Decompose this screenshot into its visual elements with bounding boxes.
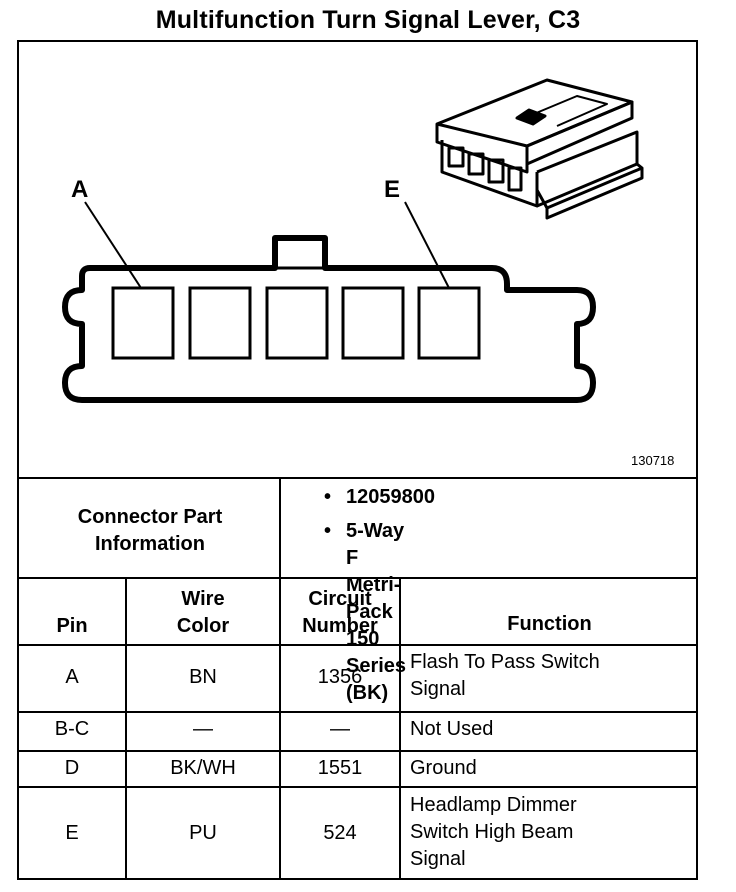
row-bc-function: Not Used <box>410 718 494 740</box>
header-circuit-number: Circuit Number <box>302 588 378 637</box>
header-wire-color: Wire Color <box>176 588 230 637</box>
row-a-wire-color: BN <box>189 666 217 688</box>
rule-header-bottom <box>17 644 698 646</box>
rule-row-bc-bottom <box>17 750 698 752</box>
row-a-pin: A <box>65 666 79 688</box>
rule-col-circuit <box>399 577 401 878</box>
rule-info-divider <box>279 477 281 579</box>
row-d-pin: D <box>64 757 80 779</box>
rule-row-d-bottom <box>17 786 698 788</box>
row-bc-circuit: — <box>330 718 350 740</box>
rule-row-a-bottom <box>17 711 698 713</box>
rule-info-bottom <box>17 577 698 579</box>
callout-e: E <box>384 176 400 203</box>
rule-col-pin <box>125 577 127 878</box>
cavity-c <box>265 286 329 360</box>
header-pin: Pin <box>56 615 88 637</box>
page-title: Multifunction Turn Signal Lever, C3 <box>155 6 581 34</box>
cavity-d <box>341 286 405 360</box>
callout-a: A <box>71 176 88 203</box>
row-e-circuit: 524 <box>323 822 357 844</box>
row-e-wire-color: PU <box>189 822 217 844</box>
cavity-e <box>417 286 481 360</box>
rule-col-wire <box>279 577 281 878</box>
rule-diagram-bottom <box>17 477 698 479</box>
row-e-function: Headlamp Dimmer Switch High Beam Signal <box>410 794 577 870</box>
cavity-a <box>111 286 175 360</box>
connector-isometric-icon <box>435 78 644 220</box>
diagram-frame <box>17 40 698 880</box>
row-a-circuit: 1356 <box>317 666 363 688</box>
row-d-circuit: 1551 <box>317 757 363 779</box>
row-bc-pin: B-C <box>54 718 90 740</box>
connector-diagram: A E <box>62 78 644 403</box>
figure-id: 130718 <box>631 453 675 468</box>
connector-face-outline <box>62 235 596 403</box>
row-bc-wire-color: — <box>193 718 213 740</box>
connector-part-info-label: Connector Part Information <box>77 506 223 555</box>
row-d-function: Ground <box>410 757 477 779</box>
row-d-wire-color: BK/WH <box>170 757 236 779</box>
leader-line-e <box>404 201 450 289</box>
header-function: Function <box>507 613 592 635</box>
row-e-pin: E <box>65 822 79 844</box>
row-a-function: Flash To Pass Switch Signal <box>410 651 600 700</box>
cavity-b <box>188 286 252 360</box>
leader-line-a <box>84 201 142 289</box>
